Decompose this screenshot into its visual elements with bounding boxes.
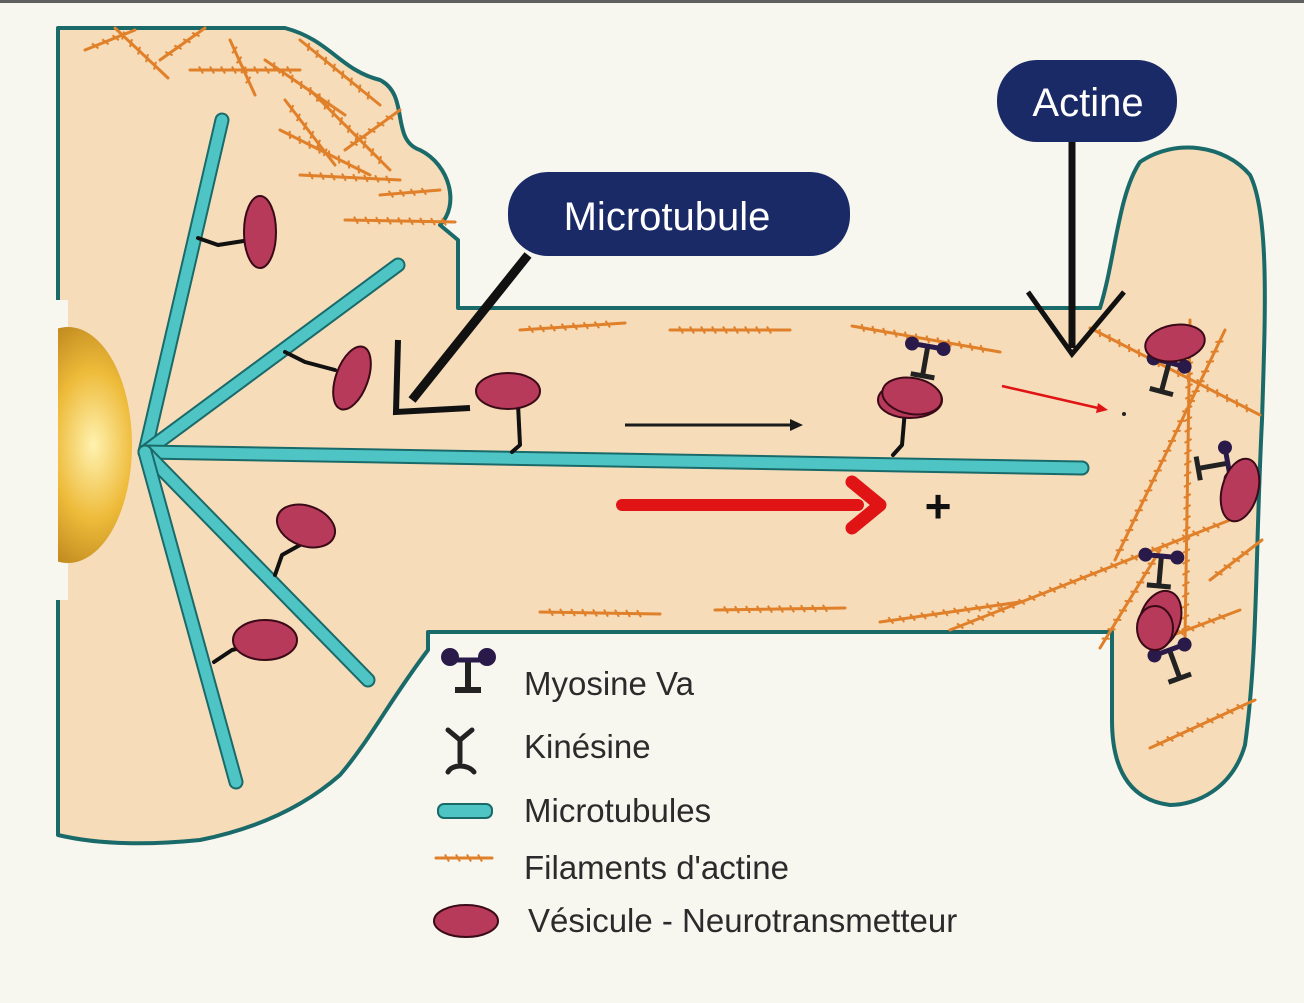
legend-myosin-label: Myosine Va xyxy=(524,665,695,702)
actin-filament xyxy=(436,855,492,862)
left-crop xyxy=(0,300,58,600)
legend-microtubule-label: Microtubules xyxy=(524,792,711,829)
small-dot xyxy=(1122,412,1126,416)
plus-end-label: + xyxy=(925,480,952,532)
legend-vesicle-icon xyxy=(434,905,498,937)
cell-membrane xyxy=(58,28,1265,843)
legend-kinesin: Kinésine xyxy=(448,728,651,772)
vesicle xyxy=(476,373,540,409)
legend-myosin: Myosine Va xyxy=(441,648,695,702)
legend-microtubule: Microtubules xyxy=(438,792,711,829)
vesicle xyxy=(1137,606,1173,650)
legend-myosin-icon xyxy=(441,648,496,690)
top-rule xyxy=(0,0,1304,3)
legend-actin-icon xyxy=(436,855,492,862)
legend-kinesin-icon xyxy=(448,730,474,772)
legend-microtubule-icon xyxy=(438,804,492,818)
legend-vesicle: Vésicule - Neurotransmetteur xyxy=(434,902,957,939)
legend: Myosine Va Kinésine Microtubules Filamen… xyxy=(434,648,957,939)
legend-actin: Filaments d'actine xyxy=(436,849,789,886)
legend-vesicle-label: Vésicule - Neurotransmetteur xyxy=(528,902,957,939)
legend-kinesin-label: Kinésine xyxy=(524,728,651,765)
vesicle xyxy=(233,620,297,660)
legend-actin-label: Filaments d'actine xyxy=(524,849,789,886)
actine-callout-label: Actine xyxy=(1032,81,1143,125)
vesicle xyxy=(244,196,276,268)
microtubule-callout-label: Microtubule xyxy=(564,195,771,239)
